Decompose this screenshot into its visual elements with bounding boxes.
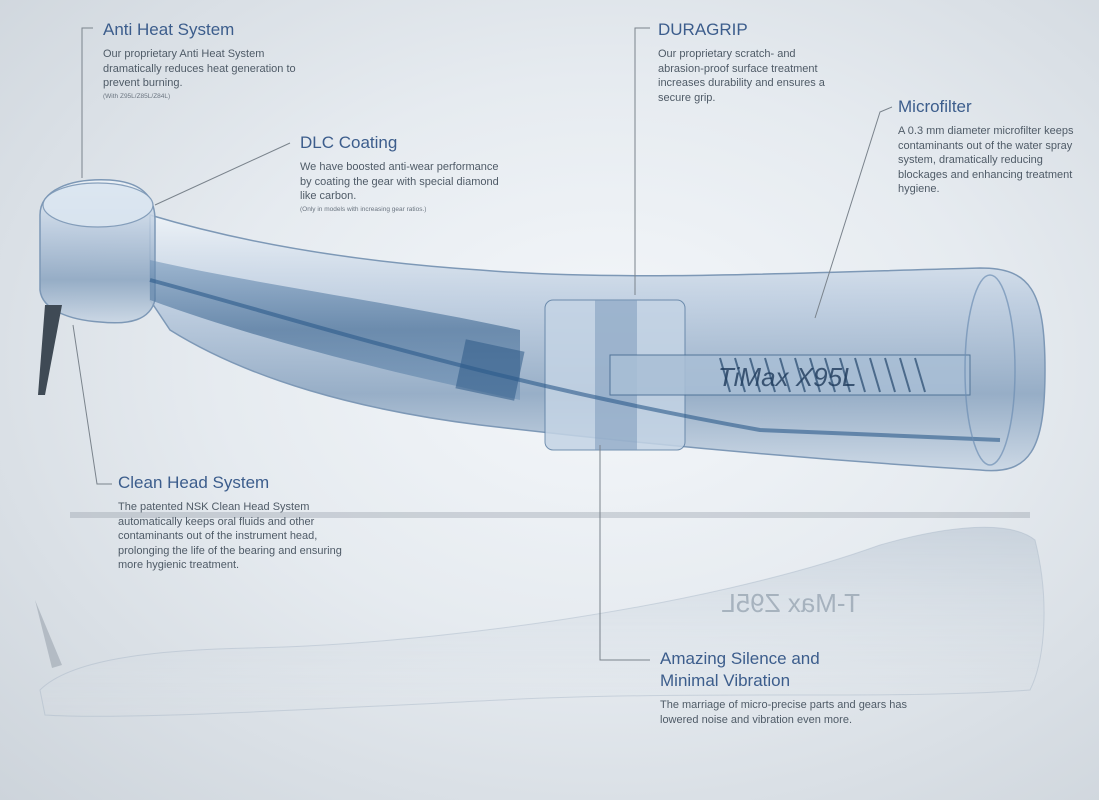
callout-title: DLC Coating <box>300 133 398 152</box>
handpiece-body: TiMax X95L <box>38 179 1046 472</box>
callout-title-line2: Minimal Vibration <box>660 671 791 690</box>
callout-text: The marriage of micro-precise parts and … <box>660 699 907 726</box>
leader-lines <box>72 27 893 661</box>
callout-text: Our proprietary scratch- and abrasion-pr… <box>658 48 825 104</box>
callout-silence: Amazing Silence and Minimal Vibration Th… <box>660 649 930 727</box>
callout-title: Microfilter <box>898 97 972 116</box>
callout-text: The patented NSK Clean Head System autom… <box>118 501 342 571</box>
callout-title: DURAGRIP <box>658 20 748 39</box>
callout-title: Anti Heat System <box>103 20 235 39</box>
callout-anti-heat: Anti Heat System Our proprietary Anti He… <box>103 20 313 102</box>
callout-note: (Only in models with increasing gear rat… <box>300 205 427 213</box>
floor-shadow <box>70 512 1030 518</box>
callout-text: A 0.3 mm diameter microfilter keeps cont… <box>898 125 1074 195</box>
callout-duragrip: DURAGRIP Our proprietary scratch- and ab… <box>658 20 833 105</box>
callout-dlc-coating: DLC Coating We have boosted anti-wear pe… <box>300 133 500 215</box>
callout-note: (With Z95L/Z85L/Z84L) <box>103 92 171 100</box>
callout-title-line1: Amazing Silence and <box>660 649 820 668</box>
callout-title: Clean Head System <box>118 473 270 492</box>
callout-text: Our proprietary Anti Heat System dramati… <box>103 48 296 89</box>
reflection: T-Max Z95L <box>35 526 1045 717</box>
engraving-text: TiMax X95L <box>718 362 857 392</box>
reflection-engraving: T-Max Z95L <box>721 588 860 618</box>
callout-microfilter: Microfilter A 0.3 mm diameter microfilte… <box>898 97 1088 197</box>
callout-clean-head: Clean Head System The patented NSK Clean… <box>118 473 350 573</box>
callout-text: We have boosted anti-wear performance by… <box>300 161 499 202</box>
